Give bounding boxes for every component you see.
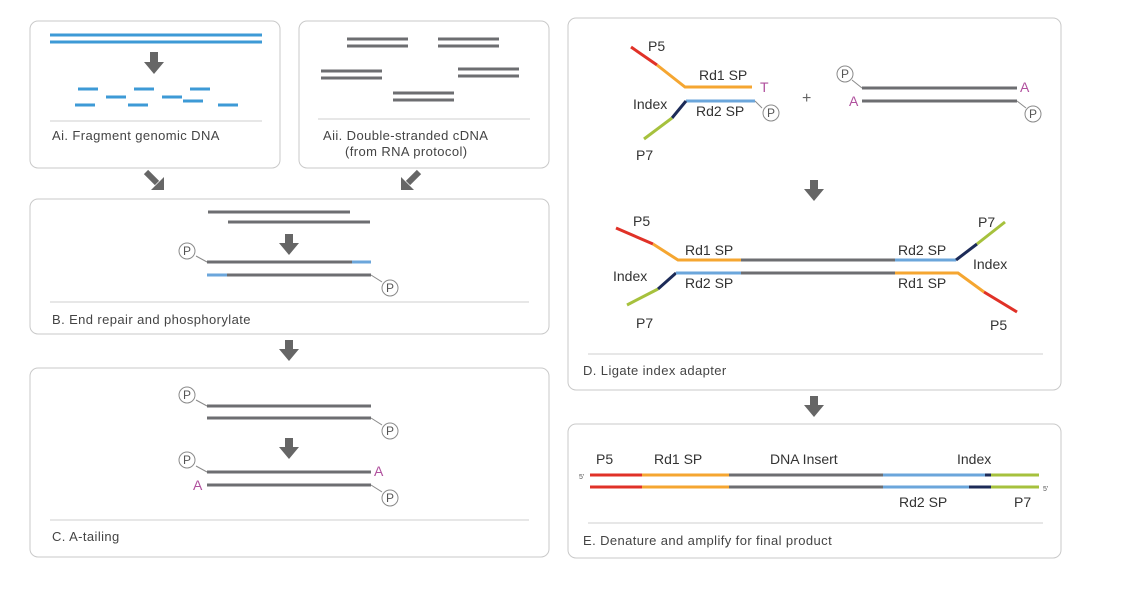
plus-sign: + [802,90,811,107]
label-index: Index [633,96,667,112]
label-index: Index [973,256,1007,272]
label-rd2-sp: Rd2 SP [685,275,733,291]
final-product [590,473,1039,489]
panel-c: P P A A P P C. A-tailing [29,367,550,558]
label-index: Index [613,268,647,284]
dna-fragments [75,87,238,107]
label-rd1-sp: Rd1 SP [699,67,747,83]
five-prime-label: 5' [1043,486,1048,493]
label-rd2-sp: Rd2 SP [898,242,946,258]
svg-text:P: P [386,424,394,438]
phosphate-icon: P [1016,100,1042,123]
phosphate-icon: P [370,484,399,507]
arrow-down-icon [144,52,164,74]
phosphate-icon: P [178,451,208,473]
arrow-diagonal-left-icon [401,169,422,190]
arrow-down-icon [279,340,299,361]
a-overhang-label: A [374,463,384,479]
label-index: Index [957,451,991,467]
label-p7: P7 [636,315,653,331]
label-p7: P7 [1014,494,1031,510]
label-dna-insert: DNA Insert [770,451,838,467]
label-rd1-sp: Rd1 SP [654,451,702,467]
phosphate-icon: P [370,417,399,440]
phosphate-icon: P [370,274,399,297]
label-p5: P5 [990,317,1007,333]
svg-text:P: P [183,388,191,402]
svg-text:P: P [386,491,394,505]
caption-aii-line2: (from RNA protocol) [345,144,467,159]
label-rd1-sp: Rd1 SP [898,275,946,291]
arrow-down-icon [279,438,299,459]
five-prime-label: 5' [579,474,584,481]
caption-ai: Ai. Fragment genomic DNA [52,128,220,143]
panel-aii: Aii. Double-stranded cDNA (from RNA prot… [298,20,550,169]
svg-text:P: P [841,67,849,81]
panel-b: P P B. End repair and phosphorylate [29,198,550,335]
phosphate-icon: P [836,65,863,89]
label-p5: P5 [596,451,613,467]
label-p5: P5 [633,213,650,229]
caption-aii-line1: Aii. Double-stranded cDNA [323,128,488,143]
index-adapter [630,45,755,141]
arrow-diagonal-right-icon [143,169,164,190]
ligated-product [615,220,1018,314]
label-p5: P5 [648,38,665,54]
caption-d: D. Ligate index adapter [583,363,727,378]
cdna-fragments [321,37,519,102]
arrow-down-icon [279,234,299,255]
label-rd2-sp: Rd2 SP [899,494,947,510]
caption-c: C. A-tailing [52,529,120,544]
t-overhang-label: T [760,79,769,95]
svg-text:P: P [183,453,191,467]
panel-ai: Ai. Fragment genomic DNA [29,20,281,169]
label-p7: P7 [636,147,653,163]
panel-d: P5 Rd1 SP T Index Rd2 SP P P7 + A A P P [567,17,1062,391]
svg-text:P: P [767,106,775,120]
phosphate-icon: P [754,100,780,122]
svg-text:P: P [386,281,394,295]
a-overhang-label: A [849,93,859,109]
caption-b: B. End repair and phosphorylate [52,312,251,327]
arrow-down-icon [804,180,824,201]
phosphate-icon: P [178,242,208,263]
label-rd2-sp: Rd2 SP [696,103,744,119]
svg-text:P: P [1029,107,1037,121]
caption-e: E. Denature and amplify for final produc… [583,533,832,548]
a-overhang-label: A [193,477,203,493]
panel-e: 5' 5' P5 Rd1 SP DNA Insert Index Rd2 SP … [567,423,1062,559]
a-overhang-label: A [1020,79,1030,95]
svg-text:P: P [183,244,191,258]
phosphate-icon: P [178,386,208,407]
label-p7: P7 [978,214,995,230]
arrow-down-icon [804,396,824,417]
label-rd1-sp: Rd1 SP [685,242,733,258]
